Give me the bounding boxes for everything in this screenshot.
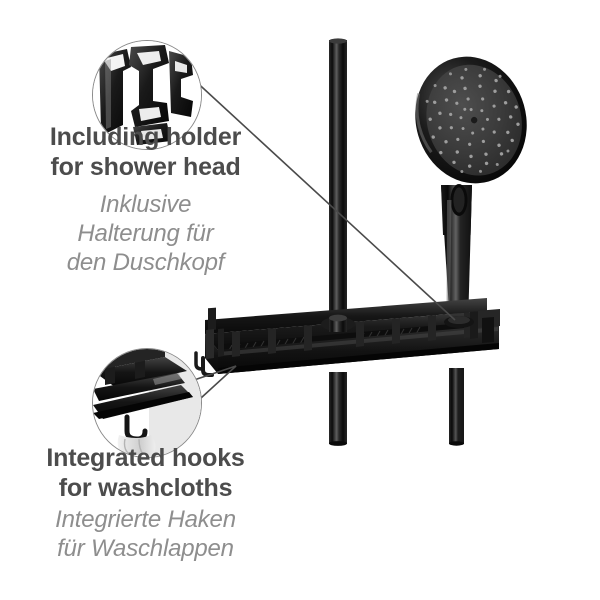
- shower-head-holder-closeup-icon: [93, 41, 201, 149]
- callout-1-heading-en: Including holder for shower head: [49, 123, 242, 181]
- callout-1-heading-de: Inklusive Halterung für den Duschkopf: [66, 191, 225, 276]
- callout-2-heading-de: Integrierte Haken für Waschlappen: [55, 506, 236, 562]
- caddy-shelf: [194, 298, 500, 377]
- hand-shower-head: [415, 56, 527, 325]
- shower-head-holder-bracket: [444, 309, 500, 343]
- riser-pole: [329, 38, 347, 446]
- callout-shower-head-holder[interactable]: [92, 40, 202, 150]
- integrated-hooks-washcloth-closeup-icon: [93, 349, 201, 457]
- callout-2-heading-en: Integrated hooks for washcloths: [46, 444, 245, 502]
- callout-integrated-hooks[interactable]: [92, 348, 202, 458]
- shower-hose: [449, 368, 464, 446]
- shelf-left-posts: [206, 328, 224, 359]
